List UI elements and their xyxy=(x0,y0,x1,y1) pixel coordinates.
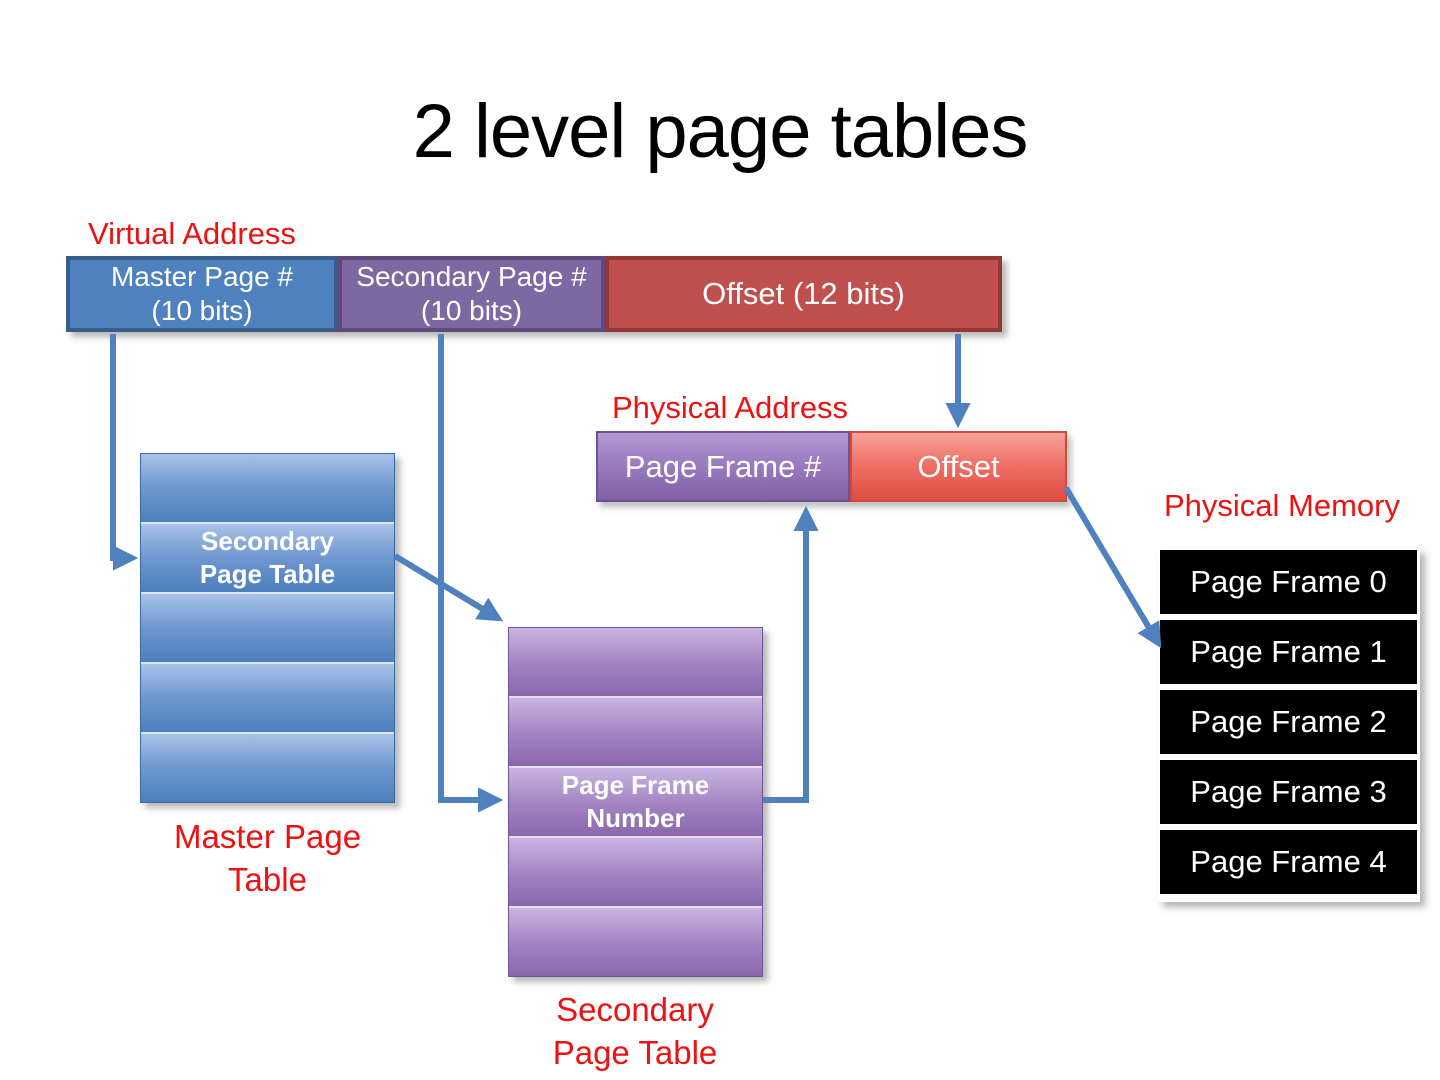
arrow-master-number-to-master-table xyxy=(110,334,139,571)
physical-offset-field: Offset xyxy=(850,431,1067,502)
physical-memory-label: Physical Memory xyxy=(1164,488,1400,523)
page-frame-number-text: Page Frame # xyxy=(624,448,822,484)
master-page-number-line1: Master Page # xyxy=(110,261,294,292)
physical-memory-panel: Page Frame 0 Page Frame 1 Page Frame 2 P… xyxy=(1158,548,1420,902)
page-frame-number-field: Page Frame # xyxy=(596,431,850,502)
page-frame-3: Page Frame 3 xyxy=(1160,760,1417,824)
master-table-row-2-line1: Secondary xyxy=(201,526,334,556)
arrow-secondary-table-to-page-frame-number xyxy=(763,505,819,803)
secondary-table-row-3-line1: Page Frame xyxy=(561,770,710,800)
secondary-table-row-1 xyxy=(509,628,762,696)
physical-offset-text: Offset xyxy=(917,448,1000,484)
page-frame-4: Page Frame 4 xyxy=(1160,830,1417,894)
master-table-row-2: Secondary Page Table xyxy=(141,524,394,592)
master-page-number-field: Master Page # (10 bits) xyxy=(66,256,338,332)
physical-address-label: Physical Address xyxy=(612,390,849,425)
virtual-address-bar: Master Page # (10 bits) Secondary Page #… xyxy=(66,256,1002,332)
secondary-table-row-4 xyxy=(509,838,762,906)
master-table-row-4 xyxy=(141,664,394,732)
arrow-secondary-number-to-secondary-table xyxy=(438,334,504,813)
page-frame-0: Page Frame 0 xyxy=(1160,550,1417,614)
master-page-number-line2: (10 bits) xyxy=(151,295,253,326)
physical-address-bar: Page Frame # Offset xyxy=(596,431,1067,502)
offset-12bits-label: Offset (12 bits) xyxy=(702,276,905,311)
master-table-row-5 xyxy=(141,734,394,802)
secondary-page-number-line1: Secondary Page # xyxy=(356,261,587,292)
offset-12bits-field: Offset (12 bits) xyxy=(605,256,1002,332)
master-table-row-1 xyxy=(141,454,394,522)
slide-title: 2 level page tables xyxy=(412,89,1029,174)
arrow-physical-address-to-page-frame-1 xyxy=(1063,486,1162,649)
secondary-table-row-5 xyxy=(509,908,762,976)
secondary-page-table: Page Frame Number xyxy=(508,627,763,977)
master-table-row-2-line2: Page Table xyxy=(199,559,336,589)
arrow-master-table-to-secondary-table xyxy=(393,553,504,622)
page-frame-2: Page Frame 2 xyxy=(1160,690,1417,754)
secondary-table-row-2 xyxy=(509,698,762,766)
master-page-table: Secondary Page Table xyxy=(140,453,395,803)
secondary-table-row-3-line2: Number xyxy=(586,803,685,833)
page-frame-1: Page Frame 1 xyxy=(1160,620,1417,684)
secondary-table-row-3: Page Frame Number xyxy=(509,768,762,836)
secondary-page-number-field: Secondary Page # (10 bits) xyxy=(338,256,605,332)
master-page-table-caption: Master Page Table xyxy=(173,818,362,898)
secondary-page-number-line2: (10 bits) xyxy=(420,295,523,326)
virtual-address-label: Virtual Address xyxy=(88,216,296,251)
master-table-row-3 xyxy=(141,594,394,662)
secondary-page-table-caption: Secondary Page Table xyxy=(552,991,718,1071)
